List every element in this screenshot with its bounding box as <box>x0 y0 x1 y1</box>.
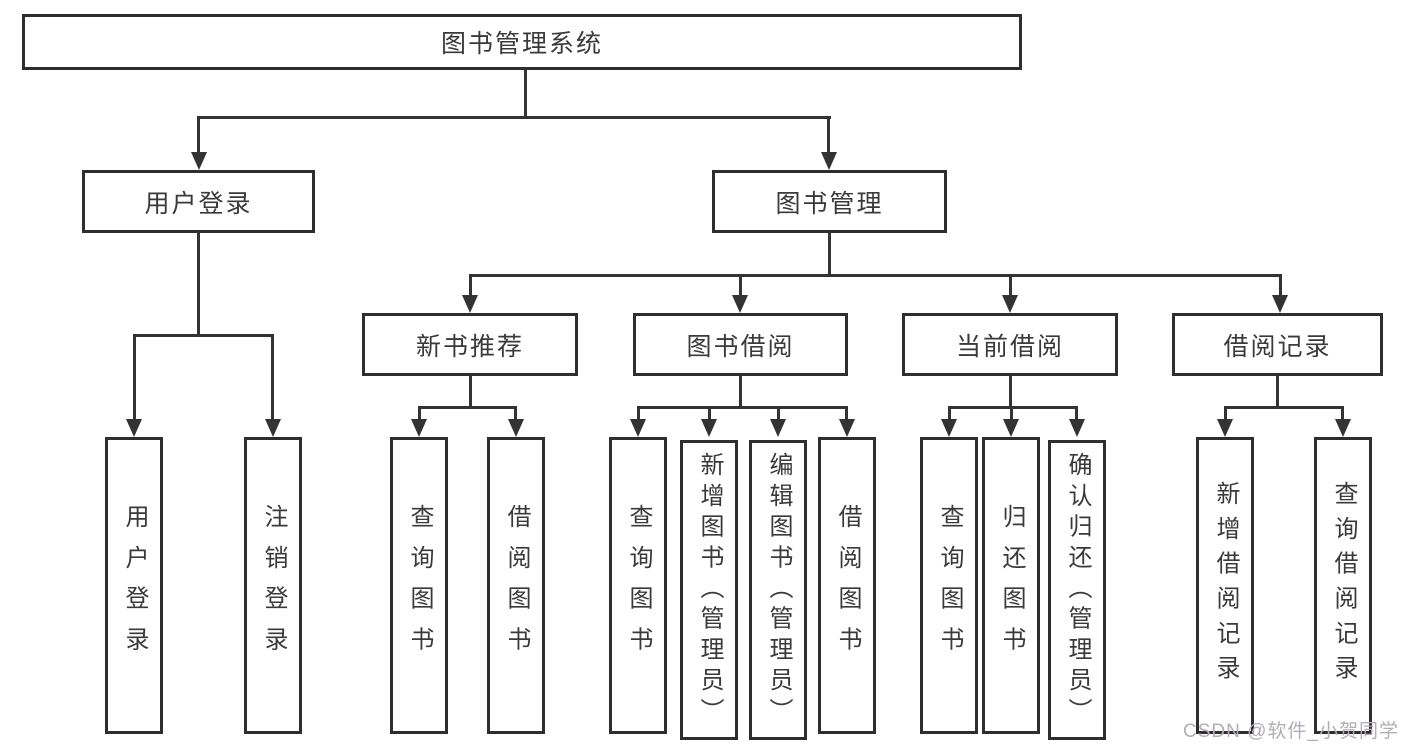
node-logout-leaf: 注销登录 <box>244 437 302 734</box>
arrow-down-icon <box>411 419 427 437</box>
arrow-down-icon <box>1335 419 1351 437</box>
connector-leaf-drop <box>708 406 711 426</box>
node-user-login-leaf: 用户登录 <box>105 437 163 734</box>
node-add-borrow-record: 新增借阅记录 <box>1196 437 1254 734</box>
node-query-books-recommend: 查询图书 <box>390 437 448 734</box>
node-new-book-recommend: 新书推荐 <box>362 313 578 376</box>
connector-user-login-bus <box>133 334 274 337</box>
connector-leaf-drop <box>418 406 421 426</box>
arrow-down-icon <box>941 419 957 437</box>
node-book-management: 图书管理 <box>712 170 947 233</box>
connector-leaf-drop <box>1075 406 1078 426</box>
connector-level1-bus <box>197 116 831 119</box>
arrow-down-icon <box>508 419 524 437</box>
node-query-books-current: 查询图书 <box>920 437 978 734</box>
arrow-down-icon <box>462 295 478 313</box>
arrow-down-icon <box>821 152 837 170</box>
arrow-down-icon <box>839 419 855 437</box>
node-user-login: 用户登录 <box>82 170 315 233</box>
node-return-book: 归还图书 <box>982 437 1040 734</box>
connector-borrow-records-bus <box>1225 406 1344 409</box>
arrow-down-icon <box>126 419 142 437</box>
node-borrow-books-leaf: 借阅图书 <box>818 437 876 734</box>
arrow-down-icon <box>630 419 646 437</box>
connector-book-borrow-bus <box>638 406 848 409</box>
node-borrow-records: 借阅记录 <box>1172 313 1383 376</box>
node-add-book-admin: 新增图书（管理员） <box>680 440 738 740</box>
connector-drop-user-login <box>197 116 200 154</box>
node-query-borrow-record: 查询借阅记录 <box>1314 437 1372 734</box>
connector-drop-book-mgmt <box>827 116 830 154</box>
connector-leaf-drop <box>1224 406 1227 426</box>
connector-current-borrow-stem <box>1009 375 1012 408</box>
connector-drop-new-book <box>469 274 472 302</box>
connector-current-borrow-bus <box>949 406 1078 409</box>
arrow-down-icon <box>732 295 748 313</box>
connector-leaf-drop <box>777 406 780 426</box>
connector-root-stem <box>524 70 527 118</box>
arrow-down-icon <box>1003 419 1019 437</box>
connector-leaf-drop <box>637 406 640 426</box>
connector-leaf-drop <box>845 406 848 426</box>
arrow-down-icon <box>1002 295 1018 313</box>
connector-level3-bus <box>470 274 1282 277</box>
connector-leaf-drop <box>1341 406 1344 426</box>
connector-new-book-stem <box>469 375 472 408</box>
node-query-books-borrow: 查询图书 <box>609 437 667 734</box>
connector-book-mgmt-stem <box>828 232 831 276</box>
node-edit-book-admin: 编辑图书（管理员） <box>749 440 807 740</box>
arrow-down-icon <box>265 419 281 437</box>
connector-drop-login-leaf <box>133 334 136 422</box>
arrow-down-icon <box>770 419 786 437</box>
connector-borrow-records-stem <box>1276 375 1279 408</box>
arrow-down-icon <box>191 152 207 170</box>
connector-book-borrow-stem <box>739 375 742 408</box>
connector-leaf-drop <box>948 406 951 426</box>
node-current-borrow: 当前借阅 <box>902 313 1118 376</box>
connector-leaf-drop <box>514 406 517 426</box>
connector-drop-current-borrow <box>1009 274 1012 302</box>
connector-drop-logout-leaf <box>271 334 274 422</box>
connector-drop-book-borrow <box>739 274 742 302</box>
connector-leaf-drop <box>1010 406 1013 426</box>
arrow-down-icon <box>701 419 717 437</box>
arrow-down-icon <box>1217 419 1233 437</box>
csdn-watermark: CSDN @软件_小贺同学 <box>1183 721 1399 742</box>
node-library-system: 图书管理系统 <box>22 14 1022 70</box>
connector-drop-borrow-records <box>1279 274 1282 302</box>
connector-user-login-stem <box>197 232 200 336</box>
node-book-borrow: 图书借阅 <box>633 313 848 376</box>
node-confirm-return-admin: 确认归还（管理员） <box>1048 440 1106 740</box>
arrow-down-icon <box>1272 295 1288 313</box>
arrow-down-icon <box>1069 419 1085 437</box>
node-borrow-books-recommend: 借阅图书 <box>487 437 545 734</box>
connector-new-book-bus <box>418 406 517 409</box>
